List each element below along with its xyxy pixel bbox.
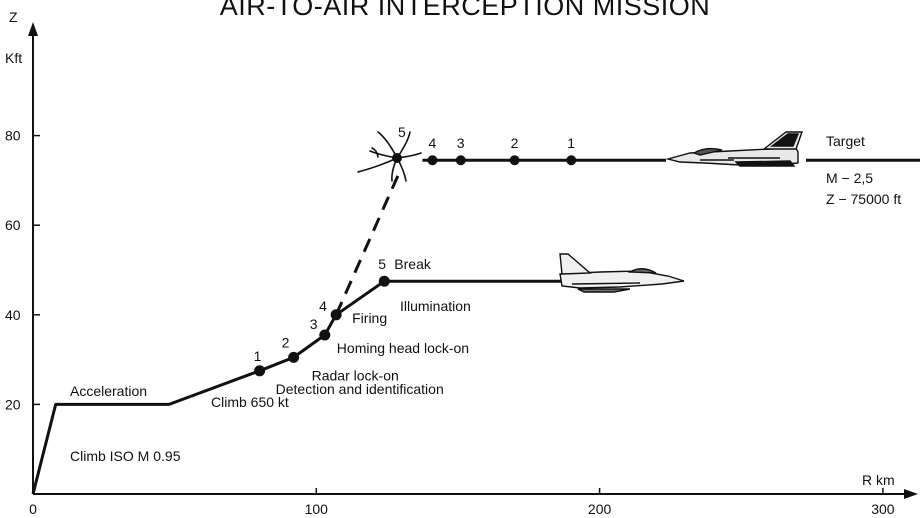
event-label-3: Homing head lock-on	[337, 340, 469, 356]
y-tick-label: 60	[5, 217, 21, 233]
y-axis-arrow-icon	[28, 22, 38, 36]
target-point-1	[566, 155, 577, 166]
x-tick-label: 300	[871, 501, 895, 517]
event-point-1	[254, 365, 266, 377]
target-number-4: 4	[428, 135, 436, 151]
axes: Z Kft R km 0 100 200 300 20 40 60 80	[5, 9, 918, 517]
target-points: 1 2 3 4 5	[398, 124, 577, 166]
target-number-2: 2	[511, 135, 519, 151]
x-axis-arrow-icon	[904, 489, 918, 499]
explosion-icon	[357, 131, 422, 182]
x-tick-label: 100	[305, 501, 329, 517]
diagram-title: AIR-TO-AIR INTERCEPTION MISSION	[220, 0, 711, 21]
delta-wing-fighter-icon	[559, 253, 685, 293]
event-point-3	[319, 329, 331, 341]
event-label-1: Detection and identification	[276, 381, 444, 397]
y-axis-label: Z	[9, 9, 18, 25]
label-climb-iso: Climb ISO M 0.95	[70, 448, 181, 464]
event-number-4: 4	[319, 298, 327, 314]
label-acceleration: Acceleration	[70, 383, 147, 399]
event-label-2: Radar lock-on	[312, 367, 399, 383]
event-number-3: 3	[310, 316, 318, 332]
event-number-5: 5	[378, 256, 386, 272]
event-label-5: Break	[394, 256, 432, 272]
x-tick-label: 0	[29, 501, 37, 517]
event-point-5	[378, 275, 390, 287]
target-point-2	[509, 155, 520, 166]
event-point-2	[288, 351, 300, 363]
target-number-5: 5	[398, 124, 406, 140]
missile-trajectory	[334, 173, 400, 316]
target-mach: M − 2,5	[826, 170, 873, 186]
y-tick-label: 40	[5, 307, 21, 323]
event-label-4: Firing	[352, 310, 387, 326]
x-axis-label: R km	[862, 472, 895, 488]
y-axis-unit: Kft	[5, 50, 22, 66]
target-altitude: Z − 75000 ft	[826, 191, 901, 207]
target-point-4	[427, 155, 438, 166]
y-ticks: 20 40 60 80	[5, 128, 40, 412]
event-number-2: 2	[282, 334, 290, 350]
target-number-1: 1	[567, 135, 575, 151]
event-point-4	[330, 309, 342, 321]
target-label: Target	[826, 133, 865, 149]
target-number-3: 3	[457, 135, 465, 151]
y-tick-label: 80	[5, 128, 21, 144]
x-ticks: 0 100 200 300	[29, 488, 895, 517]
x-tick-label: 200	[588, 501, 612, 517]
label-climb-650: Climb 650 kt	[211, 394, 289, 410]
fighter-jet-icon	[665, 131, 803, 167]
event-number-1: 1	[254, 348, 262, 364]
y-tick-label: 20	[5, 396, 21, 412]
label-illumination: Illumination	[400, 298, 471, 314]
target-point-3	[455, 155, 466, 166]
